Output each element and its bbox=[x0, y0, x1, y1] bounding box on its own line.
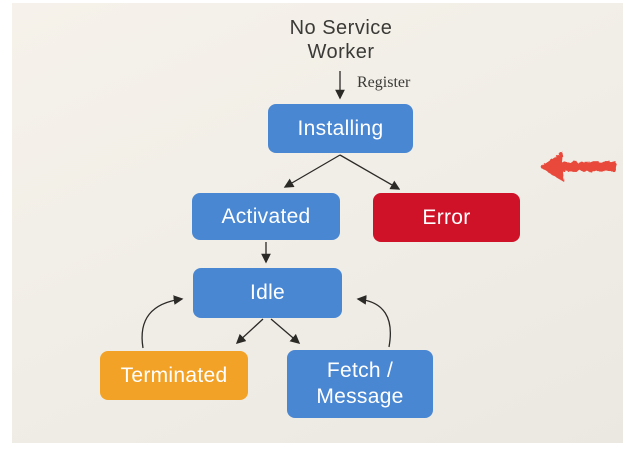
node-activated-label: Activated bbox=[221, 204, 311, 228]
edge-idle-fetch bbox=[270, 318, 301, 344]
node-fetch-message-label-2: Message bbox=[316, 385, 404, 408]
node-error: Error bbox=[373, 193, 520, 242]
edge-installing-activated bbox=[283, 154, 341, 188]
node-terminated: Terminated bbox=[100, 351, 248, 400]
red-annotation-arrow-texture bbox=[545, 156, 612, 178]
node-installing: Installing bbox=[268, 104, 413, 153]
node-idle: Idle bbox=[193, 268, 342, 318]
edge-fetch-idle bbox=[356, 295, 391, 348]
edge-idle-terminated bbox=[235, 318, 264, 344]
node-error-label: Error bbox=[422, 205, 471, 229]
edge-terminated-idle bbox=[141, 295, 184, 349]
node-fetch-message-label-1: Fetch / bbox=[326, 359, 394, 382]
node-terminated-label: Terminated bbox=[120, 363, 228, 387]
node-installing-label: Installing bbox=[297, 116, 384, 140]
title-line-2: Worker bbox=[307, 41, 375, 63]
register-edge-label: Register bbox=[357, 74, 411, 91]
node-fetch-message: Fetch / Message bbox=[287, 350, 433, 418]
title-line-1: No Service bbox=[289, 17, 393, 39]
edge-installing-error bbox=[339, 154, 401, 190]
diagram-title: No Service Worker bbox=[241, 16, 441, 64]
node-idle-label: Idle bbox=[249, 281, 286, 304]
node-activated: Activated bbox=[192, 193, 340, 240]
